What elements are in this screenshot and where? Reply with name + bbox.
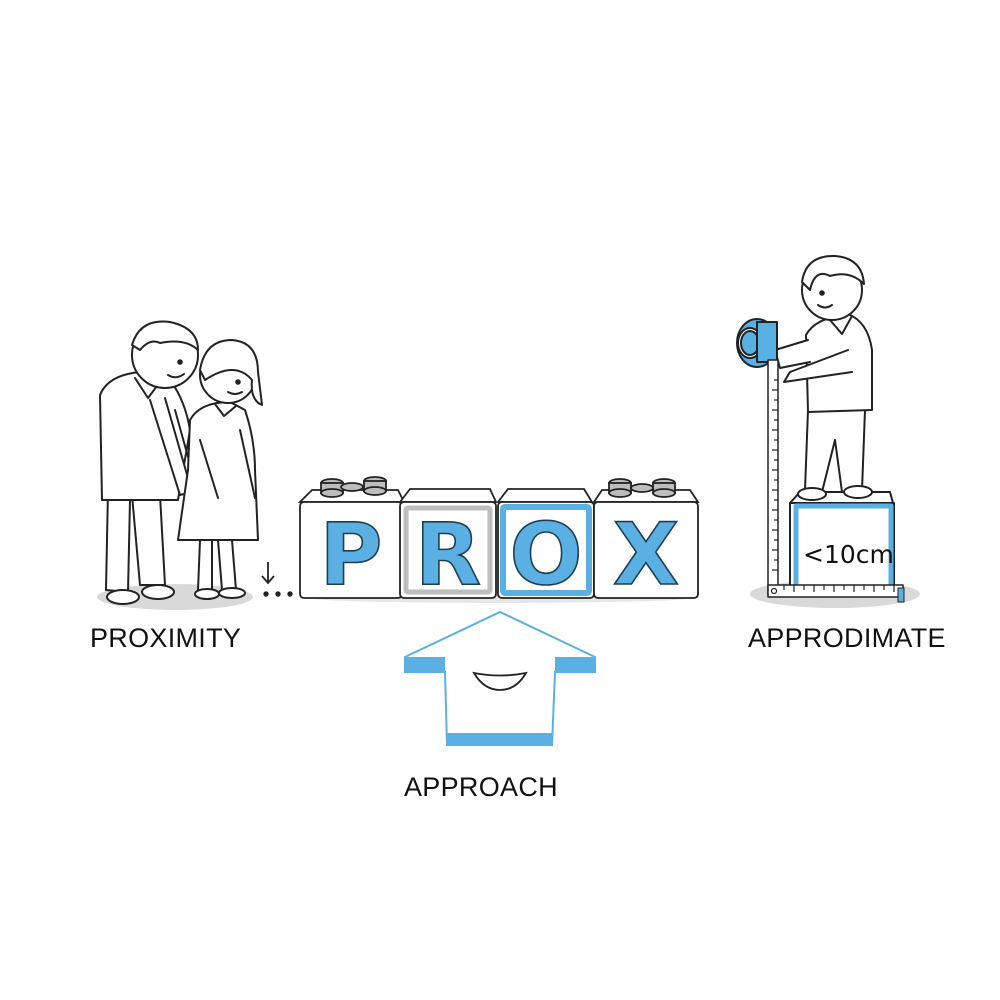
block-p xyxy=(297,476,406,599)
block-letter-p: P xyxy=(319,505,382,605)
block-x xyxy=(592,478,700,599)
boy-measuring-illustration xyxy=(736,254,905,603)
prox-blocks: P R O X xyxy=(297,476,700,606)
block-letter-x: X xyxy=(613,505,679,605)
block-o xyxy=(496,488,595,599)
label-approach: APPROACH xyxy=(404,772,558,802)
down-arrow-dots xyxy=(261,562,293,597)
two-kids-pointing-illustration xyxy=(99,320,263,605)
up-arrow-smile-icon xyxy=(404,610,596,746)
block-letter-r: R xyxy=(415,505,481,605)
tape-ticks xyxy=(772,379,895,592)
label-proximity: PROXIMITY xyxy=(90,623,242,653)
block-letter-o: O xyxy=(509,505,582,605)
measurement-value: <10cm xyxy=(803,540,894,569)
label-approdimate: APPRODIMATE xyxy=(748,623,946,653)
block-r xyxy=(398,488,498,599)
